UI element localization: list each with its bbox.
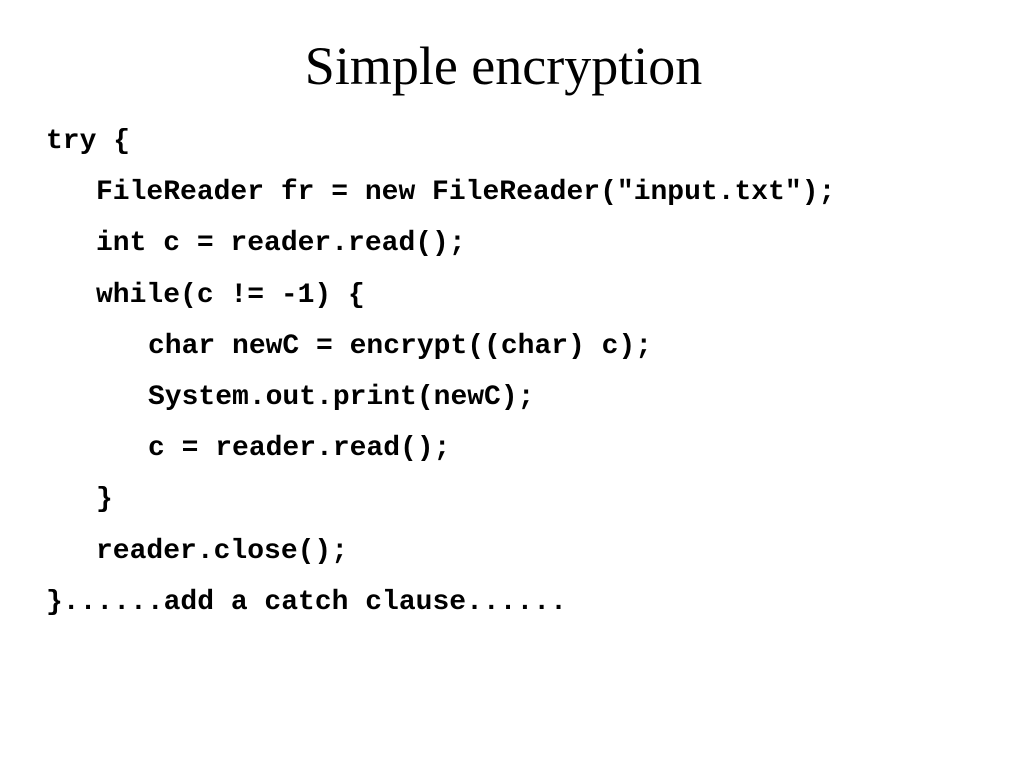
code-line: c = reader.read();: [148, 433, 451, 465]
code-line: FileReader fr = new FileReader("input.tx…: [96, 177, 836, 209]
slide-title: Simple encryption: [304, 36, 703, 96]
code-line: while(c != -1) {: [96, 279, 365, 311]
code-line: try {: [46, 126, 131, 157]
code-line: reader.close();: [96, 535, 349, 567]
code-line: System.out.print(newC);: [148, 381, 535, 413]
code-line: }: [96, 484, 113, 516]
code-line: int c = reader.read();: [96, 228, 466, 260]
code-block: try { FileReader fr = new FileReader("in…: [46, 123, 996, 635]
code-line: }......add a catch clause......: [46, 586, 567, 618]
code-line: char newC = encrypt((char) c);: [148, 330, 653, 362]
